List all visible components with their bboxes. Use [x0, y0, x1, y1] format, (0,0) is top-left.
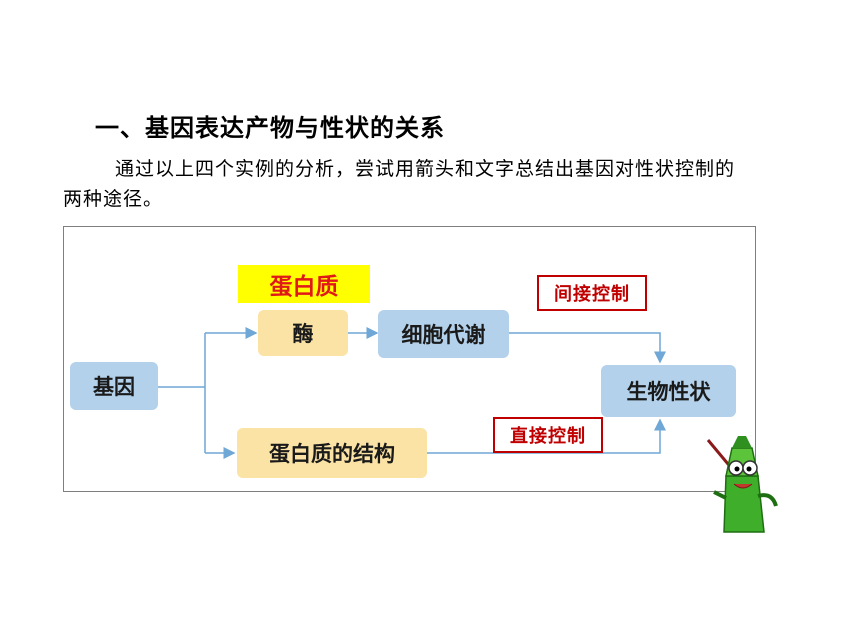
section-heading: 一、基因表达产物与性状的关系: [95, 114, 445, 142]
direct-control-label: 直接控制: [493, 417, 603, 453]
enzyme-node: 酶: [258, 310, 348, 356]
gene-node: 基因: [70, 362, 158, 410]
cell-metabolism-node: 细胞代谢: [378, 310, 509, 358]
pencil-mascot-icon: [706, 436, 778, 533]
protein-structure-node: 蛋白质的结构: [237, 428, 427, 478]
instruction-paragraph: 通过以上四个实例的分析，尝试用箭头和文字总结出基因对性状控制的两种途径。: [63, 158, 736, 210]
biological-trait-node: 生物性状: [601, 365, 736, 417]
indirect-control-label: 间接控制: [537, 275, 647, 311]
diagram-frame: [63, 226, 756, 492]
protein-highlight-label: 蛋白质: [238, 265, 370, 303]
